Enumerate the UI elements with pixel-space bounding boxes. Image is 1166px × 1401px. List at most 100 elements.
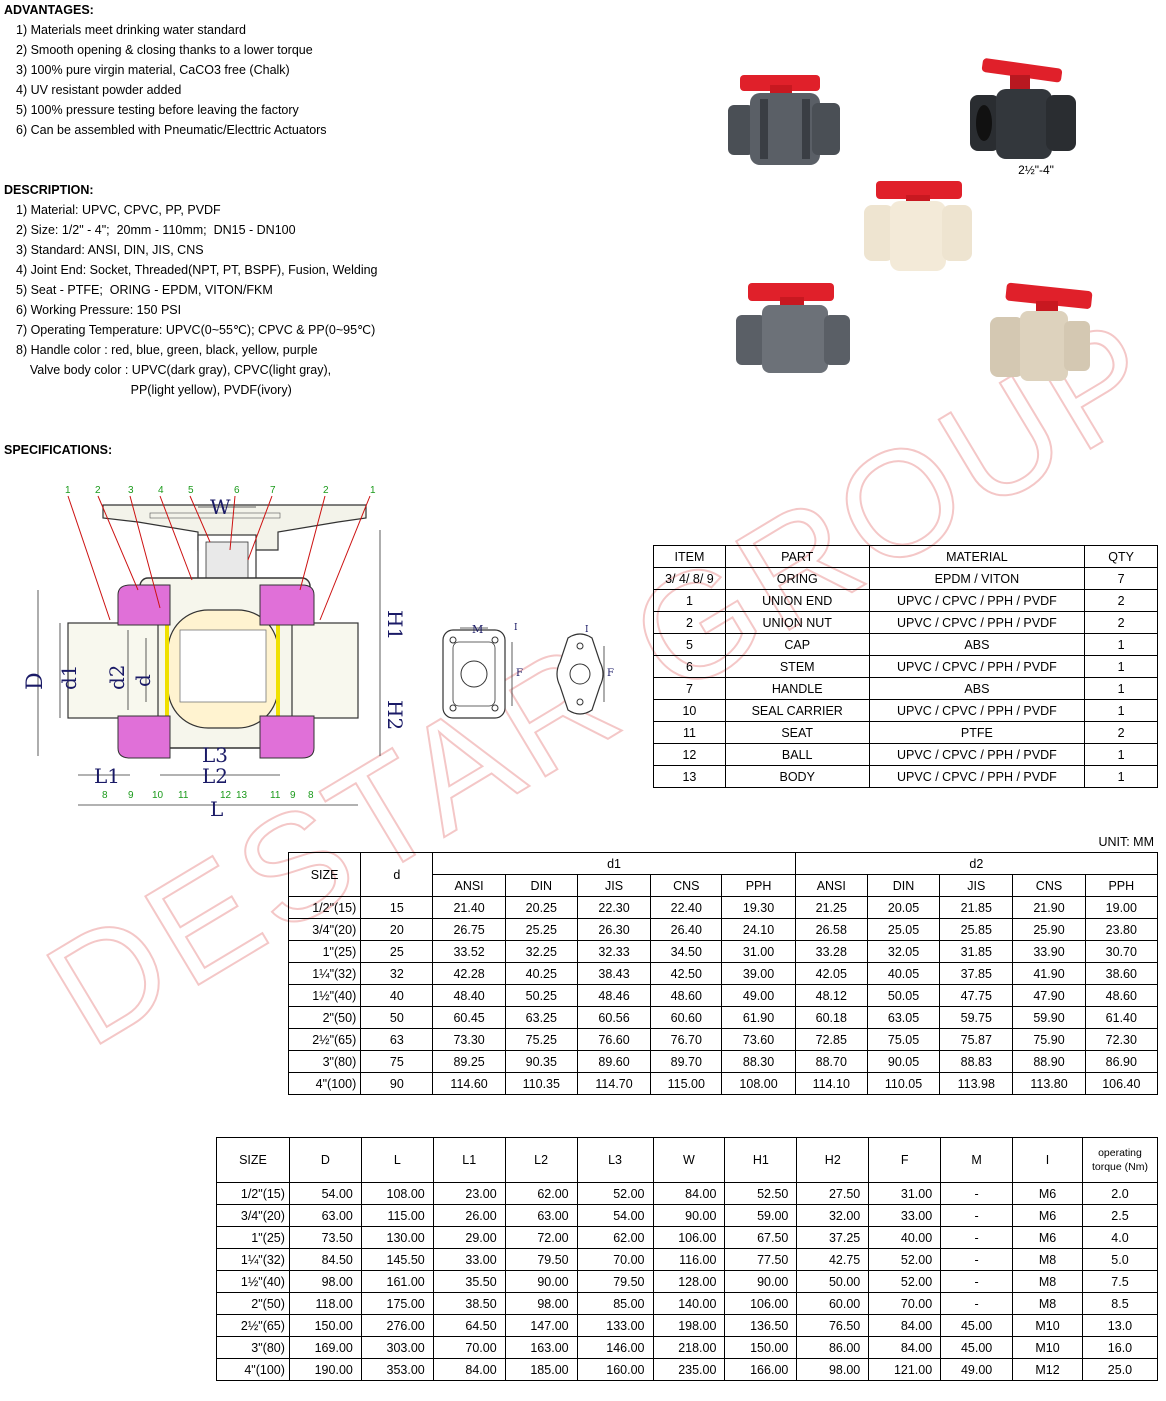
advantage-item: 5) 100% pressure testing before leaving … <box>16 103 299 117</box>
dim-cell: 235.00 <box>652 1358 726 1381</box>
parts-cell: 6 <box>653 655 726 678</box>
parts-cell: SEAL CARRIER <box>724 699 870 722</box>
dia-cell: 88.90 <box>1012 1050 1086 1073</box>
parts-cell: 2 <box>1084 611 1158 634</box>
dia-cell: 37.85 <box>939 962 1014 985</box>
dia-cell: 110.05 <box>866 1072 941 1095</box>
parts-cell: 11 <box>653 721 726 744</box>
flange-oval-view: I F <box>556 625 614 715</box>
dim-cell: 62.00 <box>576 1226 654 1249</box>
description-item: PP(light yellow), PVDF(ivory) <box>16 383 292 397</box>
dia-header-d: d <box>360 852 434 897</box>
dia-subheader-ansi: ANSI <box>794 874 868 897</box>
description-item: 2) Size: 1/2" - 4"; 20mm - 110mm; DN15 -… <box>16 223 296 237</box>
dia-subheader-jis: JIS <box>576 874 652 897</box>
dia-cell: 86.90 <box>1084 1050 1159 1073</box>
dia-cell: 88.83 <box>939 1050 1014 1073</box>
callout-top: 7 <box>270 485 276 496</box>
dim-cell: 161.00 <box>360 1270 434 1293</box>
dia-subheader-din: DIN <box>866 874 941 897</box>
dim-cell: - <box>940 1204 1014 1227</box>
dim-header-h1: H1 <box>724 1137 798 1183</box>
dia-cell: 89.25 <box>432 1050 506 1073</box>
dim-cell: 62.00 <box>504 1182 578 1205</box>
callout-bottom: 9 <box>128 790 134 801</box>
parts-cell: UPVC / CPVC / PPH / PVDF <box>868 699 1086 722</box>
advantage-item: 2) Smooth opening & closing thanks to a … <box>16 43 313 57</box>
parts-cell: ABS <box>868 633 1086 656</box>
parts-header-item: ITEM <box>653 545 726 568</box>
dia-cell: 88.30 <box>721 1050 796 1073</box>
dia-cell: 50.25 <box>504 984 578 1007</box>
dia-cell: 26.40 <box>650 918 723 941</box>
dim-cell: 63.00 <box>504 1204 578 1227</box>
dim-cell: 3"(80) <box>216 1336 290 1359</box>
dim-cell: 25.0 <box>1081 1358 1159 1381</box>
dim-cell: 45.00 <box>940 1336 1014 1359</box>
callout-top: 2 <box>323 485 329 496</box>
specifications-heading: SPECIFICATIONS: <box>4 443 113 457</box>
dim-cell: 29.00 <box>432 1226 506 1249</box>
dia-cell: 25.85 <box>939 918 1014 941</box>
dim-cell: 84.00 <box>432 1358 506 1381</box>
valve-photo-ivory <box>864 181 972 271</box>
dim-cell: 98.00 <box>288 1270 362 1293</box>
dim-d1: d1 <box>57 664 81 690</box>
dim-cell: 85.00 <box>576 1292 654 1315</box>
dia-cell: 63.05 <box>866 1006 941 1029</box>
dim-cell: 1¼"(32) <box>216 1248 290 1271</box>
advantage-item: 1) Materials meet drinking water standar… <box>16 23 246 37</box>
dim-header-l: L <box>360 1137 434 1183</box>
dim-cell: 276.00 <box>360 1314 434 1337</box>
dim-cell: 52.00 <box>868 1248 942 1271</box>
dim-cell: 115.00 <box>360 1204 434 1227</box>
dim-header-w: W <box>652 1137 726 1183</box>
dia-cell: 113.98 <box>939 1072 1014 1095</box>
dia-cell: 47.90 <box>1012 984 1086 1007</box>
dim-cell: 50.00 <box>796 1270 870 1293</box>
dim-L3: L3 <box>202 743 228 767</box>
dim-cell: 79.50 <box>576 1270 654 1293</box>
dia-header-d2: d2 <box>794 852 1159 875</box>
dim-cell: 70.00 <box>432 1336 506 1359</box>
dia-cell: 2"(50) <box>287 1006 362 1029</box>
dia-cell: 23.80 <box>1084 918 1159 941</box>
flange-square-view: M I F <box>442 623 523 719</box>
dia-cell: 26.30 <box>576 918 652 941</box>
dia-cell: 42.28 <box>432 962 506 985</box>
parts-cell: 1 <box>1084 765 1158 788</box>
parts-header-qty: QTY <box>1084 545 1158 568</box>
parts-cell: 13 <box>653 765 726 788</box>
dia-cell: 1½"(40) <box>287 984 362 1007</box>
dia-subheader-cns: CNS <box>1012 874 1086 897</box>
dia-cell: 19.00 <box>1084 896 1159 919</box>
advantage-item: 6) Can be assembled with Pneumatic/Elect… <box>16 123 327 137</box>
dia-cell: 1/2"(15) <box>287 896 362 919</box>
parts-cell: BALL <box>724 743 870 766</box>
dia-cell: 1¼"(32) <box>287 962 362 985</box>
dia-cell: 88.70 <box>794 1050 868 1073</box>
dia-cell: 48.40 <box>432 984 506 1007</box>
dim-H2: H2 <box>383 700 407 730</box>
parts-cell: 2 <box>1084 589 1158 612</box>
dim-cell: 98.00 <box>504 1292 578 1315</box>
dia-cell: 42.05 <box>794 962 868 985</box>
dia-subheader-cns: CNS <box>650 874 723 897</box>
description-item: 5) Seat - PTFE; ORING - EPDM, VITON/FKM <box>16 283 273 297</box>
dia-cell: 108.00 <box>721 1072 796 1095</box>
dim-F-2: F <box>607 668 614 679</box>
parts-cell: ORING <box>724 567 870 590</box>
dim-cell: 60.00 <box>796 1292 870 1315</box>
dia-cell: 60.45 <box>432 1006 506 1029</box>
